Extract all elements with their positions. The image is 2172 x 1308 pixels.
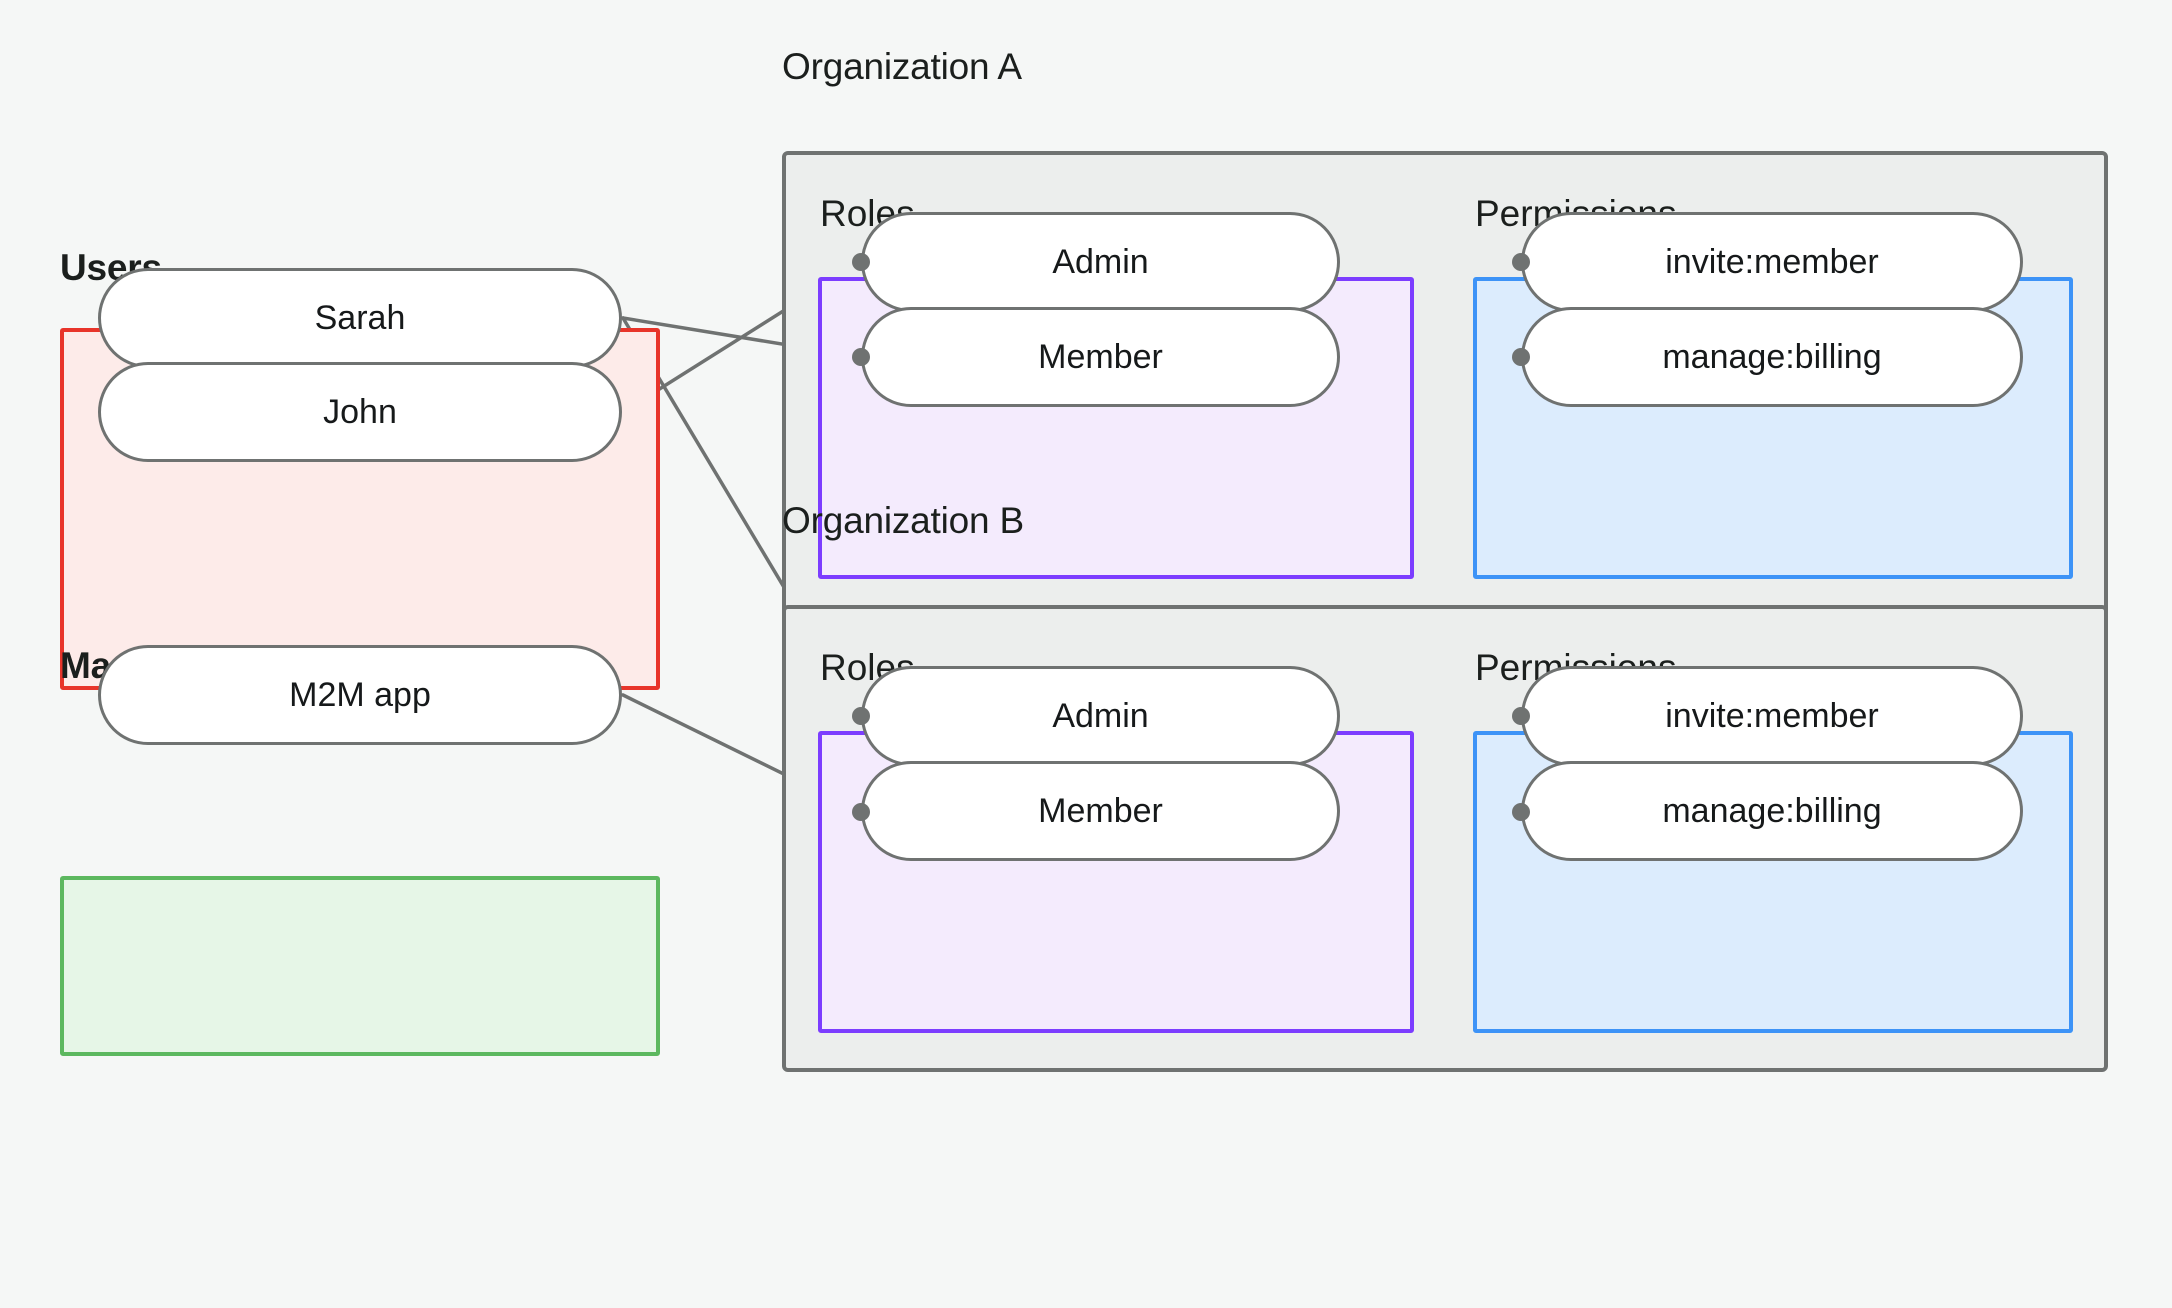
node-orga-permission-manage-billing[interactable]: manage:billing [1521, 307, 2023, 407]
node-m2m-app[interactable]: M2M app [98, 645, 622, 745]
node-orgb-permission-invite-member[interactable]: invite:member [1521, 666, 2023, 766]
organization-b-title: Organization B [782, 500, 1024, 541]
node-orga-role-admin[interactable]: Admin [861, 212, 1340, 312]
organization-a-title: Organization A [782, 46, 1022, 87]
node-orgb-role-member[interactable]: Member [861, 761, 1340, 861]
connector-dot-orgb-invite-left [1512, 707, 1530, 725]
connector-dot-orgb-member-left [852, 803, 870, 821]
m2m-container [60, 876, 660, 1056]
connector-dot-orga-admin-left [852, 253, 870, 271]
node-orgb-role-admin[interactable]: Admin [861, 666, 1340, 766]
connector-dot-orga-invite-left [1512, 253, 1530, 271]
node-user-john[interactable]: John [98, 362, 622, 462]
node-orga-role-member[interactable]: Member [861, 307, 1340, 407]
connector-dot-orgb-billing-left [1512, 803, 1530, 821]
connector-dot-orgb-admin-left [852, 707, 870, 725]
connector-dot-orga-billing-left [1512, 348, 1530, 366]
node-orgb-permission-manage-billing[interactable]: manage:billing [1521, 761, 2023, 861]
node-orga-permission-invite-member[interactable]: invite:member [1521, 212, 2023, 312]
node-user-sarah[interactable]: Sarah [98, 268, 622, 368]
connector-dot-orga-member-left [852, 348, 870, 366]
